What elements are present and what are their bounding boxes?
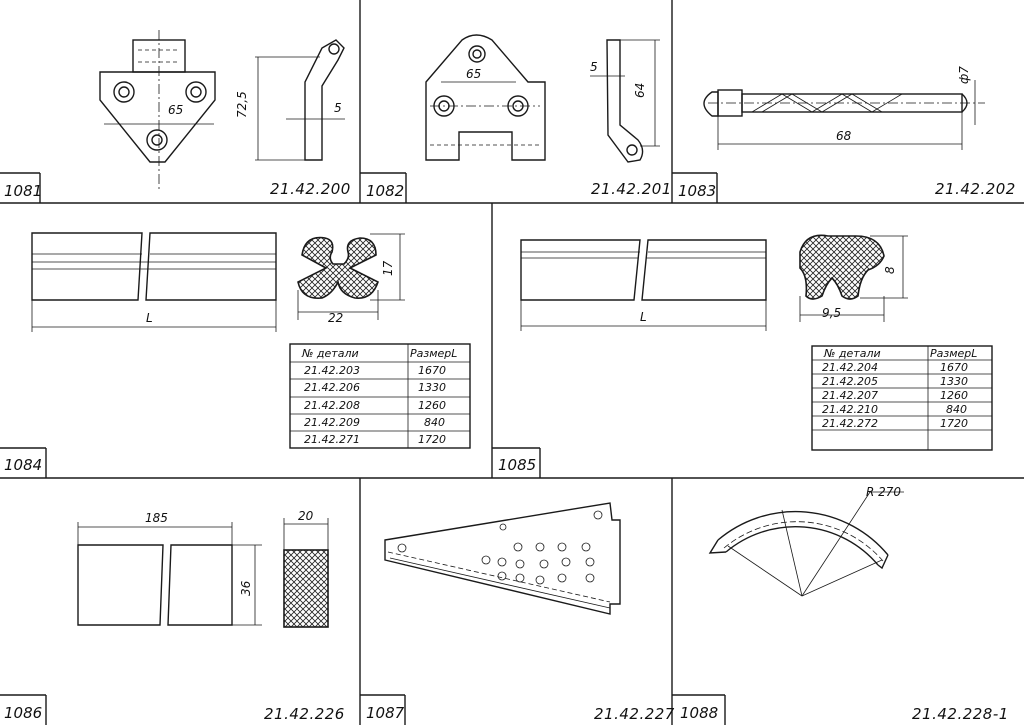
dim-height: 72,5 <box>235 91 249 118</box>
table-cell: 21.42.206 <box>304 381 360 394</box>
panel-number: 1082 <box>366 182 404 200</box>
table-cell: 21.42.204 <box>822 361 878 374</box>
dim-height: 17 <box>381 260 395 276</box>
table-cell: 21.42.209 <box>304 416 360 429</box>
table-cell: 1330 <box>940 375 968 388</box>
part-drawing-front: 65 <box>99 30 216 190</box>
table-cell: 1670 <box>940 361 968 374</box>
part-code: 21.42.226 <box>264 705 345 723</box>
table-cell: 1720 <box>418 433 446 446</box>
table-header-size: РазмерL <box>410 347 457 360</box>
panel-number: 1083 <box>678 182 716 200</box>
dim-height: 8 <box>883 266 897 274</box>
table-cell: 21.42.208 <box>304 399 360 412</box>
table-cell: 840 <box>424 416 445 429</box>
panel-number: 1087 <box>366 704 405 722</box>
part-drawing-gusset <box>384 502 621 615</box>
part-drawing-front: 65 <box>425 34 546 161</box>
table-cell: 840 <box>946 403 967 416</box>
dim-width: 9,5 <box>822 306 841 320</box>
table-cell: 1330 <box>418 381 446 394</box>
table-cell: 21.42.205 <box>822 375 878 388</box>
dim-diameter: ф7 <box>957 66 971 84</box>
size-table: № детали РазмерL 21.42.204 1670 21.42.20… <box>811 345 993 451</box>
dim-length: L <box>146 311 153 325</box>
table-header-part: № детали <box>823 347 881 360</box>
part-code: 21.42.228-1 <box>912 705 1009 723</box>
dim-height: 64 <box>633 83 647 98</box>
panel-1085: L 9,5 8 № детали РазмерL 21.42.204 1670 <box>492 234 993 478</box>
dim-thickness: 20 <box>298 509 314 523</box>
panel-number: 1086 <box>4 704 42 722</box>
dim-width: 65 <box>466 67 481 81</box>
part-drawing-strip: L <box>31 232 277 332</box>
dim-thickness: 5 <box>590 60 598 74</box>
table-header-part: № детали <box>301 347 359 360</box>
dim-width: 65 <box>168 103 183 117</box>
part-section: 20 <box>283 509 329 628</box>
part-drawing-plate: 185 36 <box>77 511 262 626</box>
table-header-size: РазмерL <box>930 347 977 360</box>
part-drawing-strip: L <box>520 239 767 331</box>
part-code: 21.42.227 <box>594 705 675 723</box>
panel-number: 1088 <box>680 704 718 722</box>
size-table: № детали РазмерL 21.42.203 1670 21.42.20… <box>289 343 471 449</box>
part-code: 21.42.201 <box>591 180 672 198</box>
dim-length: 185 <box>145 511 168 525</box>
panel-number: 1085 <box>498 456 536 474</box>
table-cell: 21.42.271 <box>304 433 360 446</box>
dim-radius: R 270 <box>866 485 901 499</box>
dim-width: 22 <box>328 311 343 325</box>
part-drawing: 68 ф7 <box>703 66 985 150</box>
panel-1082: 65 5 64 1082 21.42.201 <box>360 34 672 203</box>
part-code: 21.42.200 <box>270 180 351 198</box>
part-drawing-arc: R 270 <box>708 485 904 597</box>
table-cell: 1260 <box>418 399 446 412</box>
part-code: 21.42.202 <box>935 180 1016 198</box>
panel-1084: L 22 17 № детали РазмерL 21.42.203 1670 <box>0 232 471 478</box>
panel-1087: 1087 21.42.227 <box>360 502 675 725</box>
table-cell: 21.42.210 <box>822 403 878 416</box>
dim-thickness: 5 <box>334 101 342 115</box>
part-section: 22 17 <box>297 233 405 325</box>
dim-length: L <box>640 310 647 324</box>
part-section: 9,5 8 <box>799 234 908 322</box>
panel-1086: 185 36 20 1086 21.42.226 <box>0 509 345 725</box>
dim-length: 68 <box>836 129 852 143</box>
panel-1081: 65 72,5 5 1081 21.42.200 <box>0 30 351 203</box>
table-cell: 1720 <box>940 417 968 430</box>
part-drawing-side: 5 64 <box>590 39 660 163</box>
table-cell: 21.42.207 <box>822 389 878 402</box>
table-cell: 21.42.272 <box>822 417 878 430</box>
panel-1088: R 270 1088 21.42.228-1 <box>672 485 1009 725</box>
table-cell: 21.42.203 <box>304 364 360 377</box>
panel-number: 1081 <box>4 182 42 200</box>
table-cell: 1260 <box>940 389 968 402</box>
panel-number: 1084 <box>4 456 42 474</box>
part-drawing-side: 72,5 5 <box>235 39 345 161</box>
panel-1083: 68 ф7 1083 21.42.202 <box>672 66 1016 203</box>
table-cell: 1670 <box>418 364 446 377</box>
dim-height: 36 <box>239 580 253 596</box>
